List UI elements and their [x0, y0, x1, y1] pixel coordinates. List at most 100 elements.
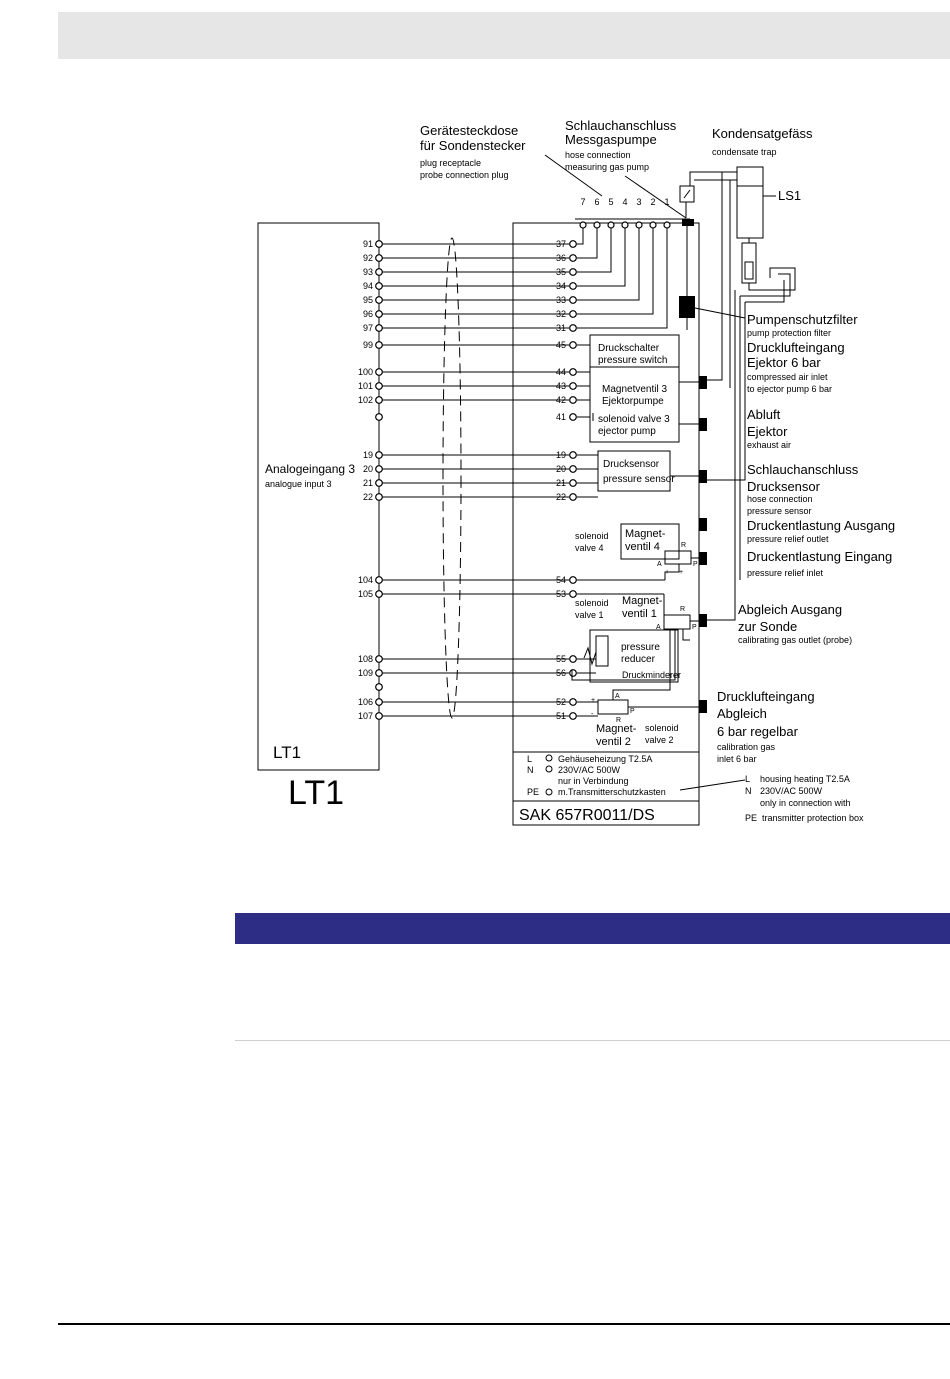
- relief-in-label-de: Druckentlastung Eingang: [747, 549, 892, 564]
- lt1-terminal: [375, 368, 383, 376]
- heating-de-line2: 230V/AC 500W: [558, 765, 621, 775]
- valve2-label-en1: solenoid: [645, 723, 679, 733]
- cal-in-label-de1: Drucklufteingang: [717, 689, 815, 704]
- level-switch-ls1: [741, 242, 757, 284]
- heating-de-n: N: [527, 765, 534, 775]
- cal-out-label-de2: zur Sonde: [738, 619, 797, 634]
- valve1-port-r: R: [680, 606, 685, 613]
- lt1-terminal: [375, 413, 383, 421]
- page-header-bar: [58, 12, 950, 59]
- heating-de-line4: m.Transmitterschutzkasten: [558, 787, 666, 797]
- lt1-terminal: [375, 493, 383, 501]
- cal-in-label-en2: inlet 6 bar: [717, 754, 757, 764]
- box-terminal-label: 41: [556, 412, 566, 422]
- valve2-label-de1: Magnet-: [596, 723, 637, 735]
- air-inlet-label-de2: Ejektor 6 bar: [747, 355, 821, 370]
- pump-filter-label-en: pump protection filter: [747, 328, 831, 338]
- valve3-label-en1: solenoid valve 3: [598, 414, 670, 425]
- valve3-label-de1: Magnetventil 3: [602, 384, 667, 395]
- lt1-terminal: [375, 698, 383, 706]
- box-terminal: [569, 341, 577, 349]
- box-terminal: [569, 590, 577, 598]
- relief-in-label-en: pressure relief inlet: [747, 568, 824, 578]
- lt1-terminal: [375, 451, 383, 459]
- exhaust-label-de1: Abluft: [747, 407, 781, 422]
- lt1-terminal: [375, 268, 383, 276]
- reducer-label-en1: pressure: [621, 642, 660, 653]
- lt1-box: [257, 222, 380, 771]
- plug-label-en1: plug receptacle: [420, 158, 481, 168]
- lt1-terminal: [375, 282, 383, 290]
- heating-en-line4: transmitter protection box: [762, 813, 864, 823]
- box-terminal-label: 37: [556, 239, 566, 249]
- heating-en-n: N: [745, 786, 752, 796]
- sensor-label-en: pressure sensor: [603, 474, 675, 485]
- plug-label-de2: für Sondenstecker: [420, 138, 526, 153]
- lt1-terminal: [375, 240, 383, 248]
- box-terminal-label: 56: [556, 668, 566, 678]
- box-terminal-label: 53: [556, 589, 566, 599]
- pressure-switch-valve3-box: [589, 334, 680, 443]
- heating-en-line3: only in connection with: [760, 798, 851, 808]
- condensate-trap: [736, 166, 764, 239]
- box-terminal-label: 34: [556, 281, 566, 291]
- valve4-plus-2: +: [679, 569, 683, 576]
- box-terminal-label: 19: [556, 450, 566, 460]
- hose-pump-label-en2: measuring gas pump: [565, 162, 649, 172]
- box-terminal: [569, 669, 577, 677]
- relief-out-label-de: Druckentlastung Ausgang: [747, 518, 895, 533]
- lt1-terminal: [375, 382, 383, 390]
- lt1-terminal-label: 19: [363, 450, 373, 460]
- exhaust-label-en: exhaust air: [747, 440, 791, 450]
- box-terminal-label: 43: [556, 381, 566, 391]
- hose-pump-label-de1: Schlauchanschluss: [565, 118, 677, 133]
- valve1-port-p: P: [692, 624, 697, 631]
- lt1-terminal: [375, 296, 383, 304]
- valve3-label-en2: ejector pump: [598, 426, 656, 437]
- lt1-terminal-label: 95: [363, 295, 373, 305]
- lt1-terminal-label: 106: [358, 697, 373, 707]
- connector-pin: [663, 221, 671, 229]
- valve1-label-en2: valve 1: [575, 610, 604, 620]
- lt1-terminal-label: 107: [358, 711, 373, 721]
- lt1-terminal-label: 105: [358, 589, 373, 599]
- footer-rule: [58, 1323, 950, 1325]
- valve2-port-a: A: [615, 693, 620, 700]
- box-terminal: [569, 493, 577, 501]
- lt1-terminal-label: 100: [358, 367, 373, 377]
- box-terminal-label: 33: [556, 295, 566, 305]
- valve4-label-en1: solenoid: [575, 531, 609, 541]
- lt1-terminal: [375, 712, 383, 720]
- connector-pin: [607, 221, 615, 229]
- lt1-terminal: [375, 341, 383, 349]
- model-number: SAK 657R0011/DS: [519, 807, 655, 824]
- box-terminals: 3736353433323145444342411920212254535556…: [556, 239, 577, 721]
- box-terminal-label: 20: [556, 464, 566, 474]
- box-terminal-label: 52: [556, 697, 566, 707]
- heating-de-line3: nur in Verbindung: [558, 776, 629, 786]
- box-terminal: [569, 655, 577, 663]
- box-terminal: [569, 282, 577, 290]
- valve2-port-r: R: [616, 717, 621, 724]
- connector-pin-label: 7: [580, 197, 585, 207]
- box-terminal-label: 51: [556, 711, 566, 721]
- valve4-label-en2: valve 4: [575, 543, 604, 553]
- box-terminal: [569, 712, 577, 720]
- lt1-terminal-label: 97: [363, 323, 373, 333]
- box-terminal-label: 44: [556, 367, 566, 377]
- solenoid-valve-2: [597, 699, 629, 715]
- lt1-terminal: [375, 396, 383, 404]
- box-terminal: [569, 268, 577, 276]
- heating-en-l: L: [745, 774, 750, 784]
- lt1-terminal-label: 20: [363, 464, 373, 474]
- heating-en-line2: 230V/AC 500W: [760, 786, 823, 796]
- valve2-label-de2: ventil 2: [596, 736, 631, 748]
- cal-out-label-de1: Abgleich Ausgang: [738, 602, 842, 617]
- hose-sensor-label-de1: Schlauchanschluss: [747, 462, 859, 477]
- lt1-terminal-label: 102: [358, 395, 373, 405]
- valve1-label-de2: ventil 1: [622, 608, 657, 620]
- connector-pin-label: 6: [594, 197, 599, 207]
- lt1-terminal: [375, 683, 383, 691]
- reducer-label-de: Druckminderer: [622, 670, 681, 680]
- valve2-port-p: P: [630, 708, 635, 715]
